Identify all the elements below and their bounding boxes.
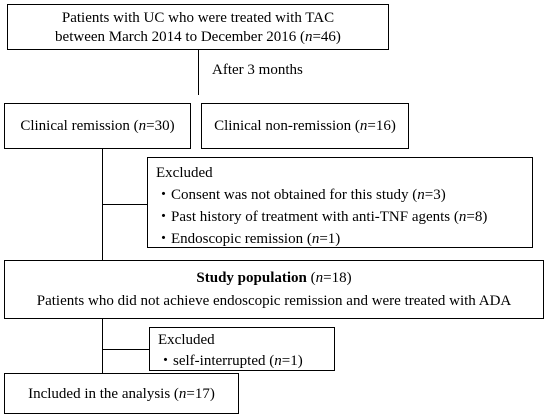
connector-to-excluded2 (102, 349, 149, 351)
study-population-box: Study population (n=18) Patients who did… (4, 260, 544, 319)
clinical-remission-box: Clinical remission (n=30) (4, 103, 191, 149)
connector-study-to-analysis (102, 319, 104, 373)
source-population-line1: Patients with UC who were treated with T… (61, 10, 335, 26)
connector-to-excluded1 (102, 204, 147, 206)
excluded-1-item: ・Consent was not obtained for this study… (156, 187, 446, 203)
excluded-1-item: ・Endoscopic remission (n=1) (156, 231, 341, 247)
excluded-box-1: Excluded ・Consent was not obtained for t… (147, 157, 533, 248)
study-population-description: Patients who did not achieve endoscopic … (36, 293, 512, 309)
excluded-2-title: Excluded (158, 332, 215, 348)
excluded-1-item: ・Past history of treatment with anti-TNF… (156, 209, 488, 225)
excluded-1-title: Excluded (156, 165, 213, 181)
source-population-box: Patients with UC who were treated with T… (7, 4, 389, 50)
excluded-box-2: Excluded ・self-interrupted (n=1) (149, 327, 335, 371)
clinical-non-remission-box: Clinical non-remission (n=16) (201, 103, 409, 149)
after-3-months-label: After 3 months (212, 62, 303, 78)
source-population-line2: between March 2014 to December 2016 (n=4… (55, 29, 341, 45)
excluded-2-item: ・self-interrupted (n=1) (158, 353, 303, 369)
study-population-title: Study population (n=18) (196, 270, 352, 286)
connector-top-to-split (198, 50, 200, 95)
included-analysis-box: Included in the analysis (n=17) (4, 373, 239, 414)
